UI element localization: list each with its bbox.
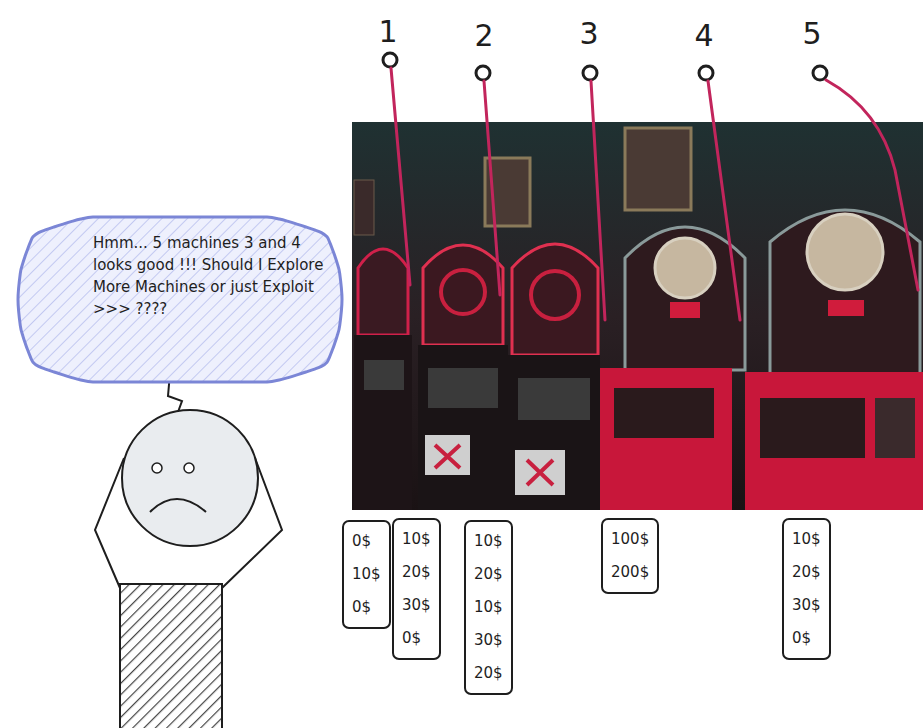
leader-line [708,81,740,320]
reward-box: 0$10$0$ [342,520,391,629]
reward-value: 10$ [352,558,381,591]
slot-machine-photo [352,122,923,510]
callout-dot [583,66,597,80]
wall-frame [625,128,691,210]
machine-top [358,249,408,335]
machine-top [770,210,920,380]
leader-line [591,81,605,320]
machine-badge [425,435,470,475]
reward-value: 30$ [402,589,431,622]
leader-line [484,81,500,295]
callout-number: 1 [378,16,397,48]
callout-markers [383,53,827,80]
machine-wheel [441,270,485,314]
machine-top [512,244,598,355]
reward-value: 0$ [352,591,381,624]
machine-reels [428,368,498,408]
callout-dot [476,66,490,80]
reward-value: 20$ [402,556,431,589]
callout-dot [699,66,713,80]
reward-value: 10$ [402,523,431,556]
bubble-shape [18,217,342,382]
leader-lines [391,68,918,320]
leader-line [391,68,410,285]
frown [150,499,206,512]
machine-reels [364,360,404,390]
eye [152,463,162,473]
thought-bubble: Hmm... 5 machines 3 and 4 looks good !!!… [15,212,345,387]
reward-value: 30$ [474,624,503,657]
callout-number: 5 [802,18,821,50]
machine-reels [614,388,714,438]
machine-cabinet [354,335,412,510]
machine-panel [875,398,915,458]
reward-box: 10$20$10$30$20$ [464,520,513,695]
photo-ground [352,122,923,510]
reward-value: 0$ [792,622,821,655]
left-arm [95,458,124,588]
reward-value: 10$ [792,523,821,556]
thinking-person [95,352,282,728]
callout-number: 2 [474,20,493,52]
machine-top [423,245,503,345]
machine-reels [760,398,865,458]
machine-cabinet [600,368,732,510]
reward-value: 200$ [611,556,649,589]
machine-badge-mark [527,460,553,485]
machine-dial [655,238,715,298]
machine-badge [515,450,565,495]
machine-cabinet [418,345,508,510]
reward-value: 20$ [474,657,503,690]
eye [184,463,194,473]
wall-frame [354,180,374,235]
machine-wheel [531,271,579,319]
reward-box: 10$20$30$0$ [392,518,441,660]
machine-dial [807,214,883,290]
machine-cabinet [745,372,923,510]
machine-cabinet [508,355,600,510]
leader-line [826,80,918,290]
reward-value: 0$ [352,525,381,558]
reward-box: 100$200$ [601,518,659,594]
machine-top [625,227,745,370]
reward-value: 10$ [474,591,503,624]
machine-reels [518,378,590,420]
callout-dot [383,53,397,67]
callout-number: 3 [579,18,598,50]
reward-box: 10$20$30$0$ [782,518,831,660]
reward-value: 10$ [474,525,503,558]
head [122,410,258,546]
reward-value: 20$ [474,558,503,591]
body [120,584,222,728]
reward-value: 20$ [792,556,821,589]
machine-display [828,300,864,316]
machine-display [670,302,700,318]
machine-badge-mark [435,445,460,468]
reward-value: 30$ [792,589,821,622]
callout-dot [813,66,827,80]
thought-text: Hmm... 5 machines 3 and 4 looks good !!!… [93,232,327,320]
reward-value: 0$ [402,622,431,655]
callout-number: 4 [694,20,713,52]
reward-value: 100$ [611,523,649,556]
